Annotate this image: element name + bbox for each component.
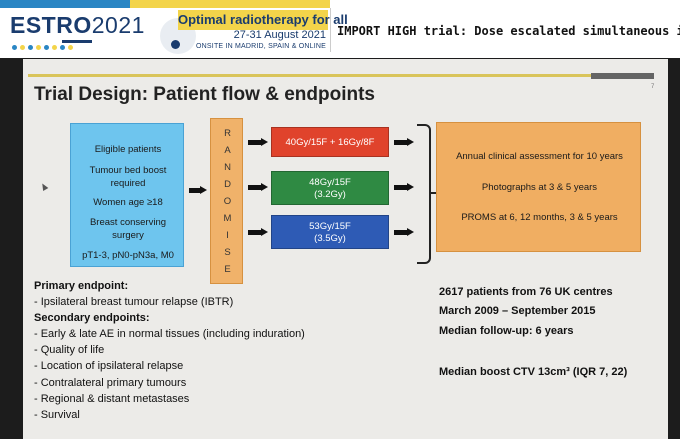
logo-year: 2021 <box>91 12 145 38</box>
tagline-text: Optimal radiotherapy for all <box>178 12 348 27</box>
flow-arrow-icon <box>394 228 414 237</box>
event-dates: 27-31 August 2021 <box>233 29 326 41</box>
eligibility-line: pT1-3, pN0-pN3a, M0 <box>82 250 174 261</box>
randomise-letter: S <box>224 247 231 258</box>
secondary-endpoint-item: - Quality of life <box>34 344 105 356</box>
primary-endpoint-heading: Primary endpoint: <box>34 280 129 292</box>
primary-endpoint-item: - Ipsilateral breast tumour relapse (IBT… <box>34 296 234 308</box>
flow-arrow-icon <box>248 138 268 147</box>
randomise-letter: I <box>226 230 229 241</box>
arm-48gy-fraction: (3.2Gy) <box>314 189 346 200</box>
logo-main: ESTRO <box>10 12 92 38</box>
assessment-item: Photographs at 3 & 5 years <box>481 182 598 193</box>
arm-control-box: 40Gy/15F + 16Gy/8F <box>271 127 389 157</box>
flow-arrow-icon <box>248 183 268 192</box>
secondary-endpoint-item: - Regional & distant metastases <box>34 393 190 405</box>
assessment-box: Annual clinical assessment for 10 years … <box>436 122 641 252</box>
assessment-item: Annual clinical assessment for 10 years <box>456 151 623 162</box>
arm-control-label: 40Gy/15F + 16Gy/8F <box>285 137 375 148</box>
flow-arrow-icon <box>394 138 414 147</box>
flow-arrow-icon <box>248 228 268 237</box>
randomise-letter: O <box>223 196 232 207</box>
trial-stat: Median boost CTV 13cm³ (IQR 7, 22) <box>439 366 628 378</box>
decorative-dot-icon <box>171 40 180 49</box>
eligibility-line: Tumour bed boost <box>89 165 167 176</box>
eligibility-line: Women age ≥18 <box>93 197 163 208</box>
banner-stripe-blue <box>0 0 130 8</box>
logo-underline <box>62 40 92 43</box>
slide-grey-bar <box>591 73 654 79</box>
flow-arrow-icon <box>394 183 414 192</box>
arm-53gy-box: 53Gy/15F (3.5Gy) <box>271 215 389 249</box>
secondary-endpoint-item: - Early & late AE in normal tissues (inc… <box>34 328 305 340</box>
conference-banner: ESTRO2021 Optimal radiotherapy for all 2… <box>0 0 680 58</box>
randomise-letter: M <box>223 213 232 224</box>
eligibility-box: Eligible patients Tumour bed boost requi… <box>70 123 184 267</box>
banner-stripe-yellow <box>130 0 330 8</box>
secondary-endpoints-heading: Secondary endpoints: <box>34 312 150 324</box>
secondary-endpoint-item: - Location of ipsilateral relapse <box>34 360 184 372</box>
secondary-endpoint-item: - Contralateral primary tumours <box>34 377 187 389</box>
trial-stat: Median follow-up: 6 years <box>439 325 574 337</box>
tagline-box: Optimal radiotherapy for all <box>178 10 348 30</box>
presentation-slide: 7 Trial Design: Patient flow & endpoints… <box>23 59 668 439</box>
randomise-letter: D <box>224 179 231 190</box>
randomise-letter: E <box>224 264 231 275</box>
logo-dots-decoration <box>12 45 73 50</box>
bracket-tip <box>430 192 437 194</box>
slide-number: 7 <box>651 84 655 90</box>
estro-logo: ESTRO2021 <box>10 12 145 39</box>
randomise-letter: A <box>224 145 231 156</box>
assessment-item: PROMS at 6, 12 months, 3 & 5 years <box>461 212 618 223</box>
eligibility-line: Breast conserving <box>89 217 167 228</box>
randomise-box: R A N D O M I S E <box>210 118 243 284</box>
trial-stat: March 2009 – September 2015 <box>439 305 596 317</box>
banner-divider <box>330 8 331 52</box>
mouse-cursor-icon <box>39 181 49 192</box>
randomise-letter: R <box>224 128 231 139</box>
eligibility-line: required <box>110 178 146 189</box>
eligibility-line: Eligible patients <box>94 144 162 155</box>
flow-arrow-icon <box>189 186 207 195</box>
session-title: IMPORT HIGH trial: Dose escalated simult… <box>337 24 680 38</box>
arm-48gy-label: 48Gy/15F <box>309 177 351 188</box>
secondary-endpoint-item: - Survival <box>34 409 80 421</box>
trial-stat: 2617 patients from 76 UK centres <box>439 286 613 298</box>
arm-53gy-fraction: (3.5Gy) <box>314 233 346 244</box>
eligibility-line: surgery <box>112 230 144 241</box>
arm-53gy-label: 53Gy/15F <box>309 221 351 232</box>
event-location: ONSITE IN MADRID, SPAIN & ONLINE <box>196 43 326 50</box>
slide-accent-bar <box>28 74 598 77</box>
randomise-letter: N <box>224 162 231 173</box>
bracket-icon <box>417 124 431 264</box>
slide-title: Trial Design: Patient flow & endpoints <box>34 84 375 105</box>
arm-48gy-box: 48Gy/15F (3.2Gy) <box>271 171 389 205</box>
